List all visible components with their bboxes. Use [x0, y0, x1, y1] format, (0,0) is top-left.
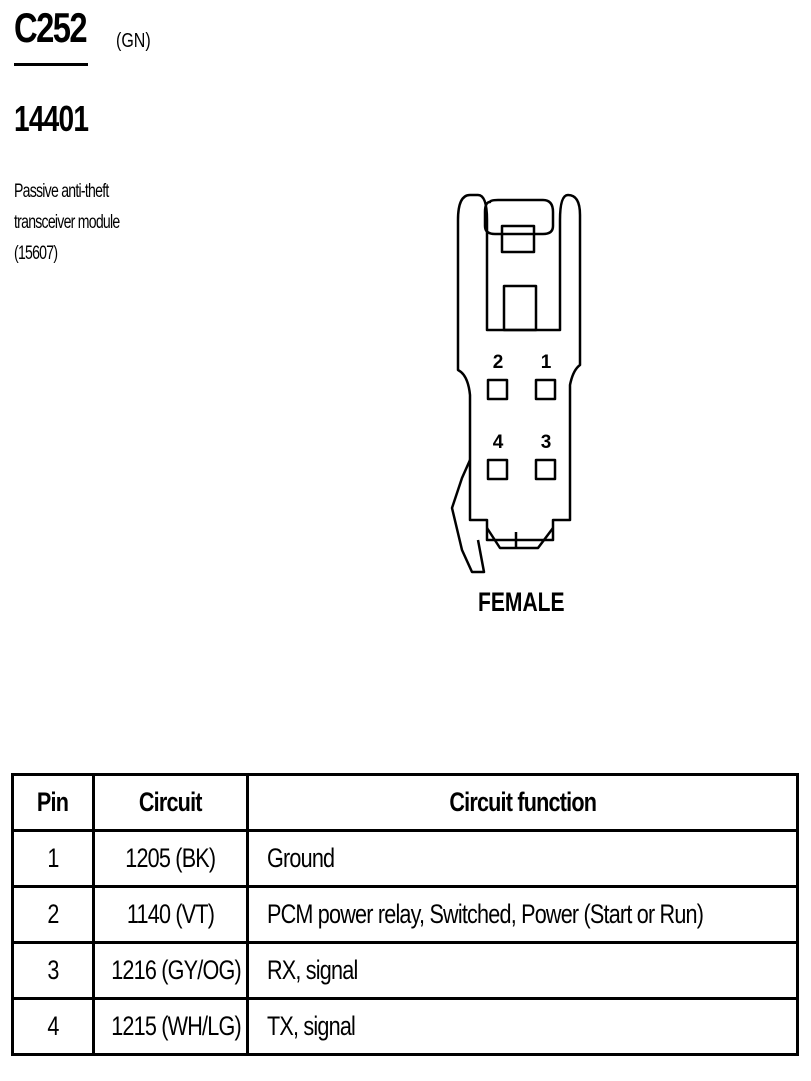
circuit-cell: 1216 (GY/OG) — [92, 941, 249, 1000]
function-cell: PCM power relay, Switched, Power (Start … — [246, 885, 799, 944]
circuit-cell: 1215 (WH/LG) — [92, 997, 249, 1056]
title-underline — [14, 63, 88, 66]
pin-label-2: 2 — [493, 352, 504, 373]
side-latch-arm — [450, 459, 486, 574]
table-row: 2 1140 (VT) PCM power relay, Switched, P… — [11, 885, 799, 944]
component-description: Passive anti-theft transceiver module (1… — [14, 176, 162, 269]
table-row: 4 1215 (WH/LG) TX, signal — [11, 997, 799, 1056]
latch-tab-outline — [483, 198, 555, 236]
circuit-cell: 1140 (VT) — [92, 885, 249, 944]
pin-label-3: 3 — [541, 432, 552, 453]
function-cell: Ground — [246, 829, 799, 888]
pin-cavity-2 — [486, 378, 509, 401]
pin-cavity-4 — [486, 458, 509, 481]
pin-cavity-3 — [534, 458, 557, 481]
pin-label-4: 4 — [493, 432, 504, 453]
table-row: 3 1216 (GY/OG) RX, signal — [11, 941, 799, 1000]
part-number: 14401 — [14, 98, 89, 139]
connector-view-label: FEMALE — [478, 587, 565, 617]
connector-id: C252 — [14, 4, 88, 51]
function-cell: RX, signal — [246, 941, 799, 1000]
table-row: 1 1205 (BK) Ground — [11, 829, 799, 888]
pinout-table: Pin Circuit Circuit function 1 1205 (BK)… — [11, 773, 799, 1056]
connector-face-diagram: 2 1 4 3 — [450, 193, 582, 574]
function-cell: TX, signal — [246, 997, 799, 1056]
header-circuit-function: Circuit function — [246, 773, 799, 832]
housing-bottom-lip — [485, 527, 554, 550]
description-line-3: (15607) — [14, 243, 58, 264]
connector-color: (GN) — [116, 30, 151, 52]
pin-label-1: 1 — [541, 352, 552, 373]
circuit-cell: 1205 (BK) — [92, 829, 249, 888]
pin-cavity-1 — [534, 378, 557, 401]
connector-housing-outline — [456, 193, 582, 542]
header-pin: Pin — [11, 773, 95, 832]
table-header-row: Pin Circuit Circuit function — [11, 773, 799, 832]
pin-cell: 1 — [11, 829, 95, 888]
description-line-1: Passive anti-theft — [14, 181, 109, 202]
header-circuit: Circuit — [92, 773, 249, 832]
description-line-2: transceiver module — [14, 212, 120, 233]
pin-cell: 3 — [11, 941, 95, 1000]
latch-catch — [500, 224, 536, 254]
pin-cell: 2 — [11, 885, 95, 944]
keyway-slot — [502, 284, 538, 332]
pin-cell: 4 — [11, 997, 95, 1056]
